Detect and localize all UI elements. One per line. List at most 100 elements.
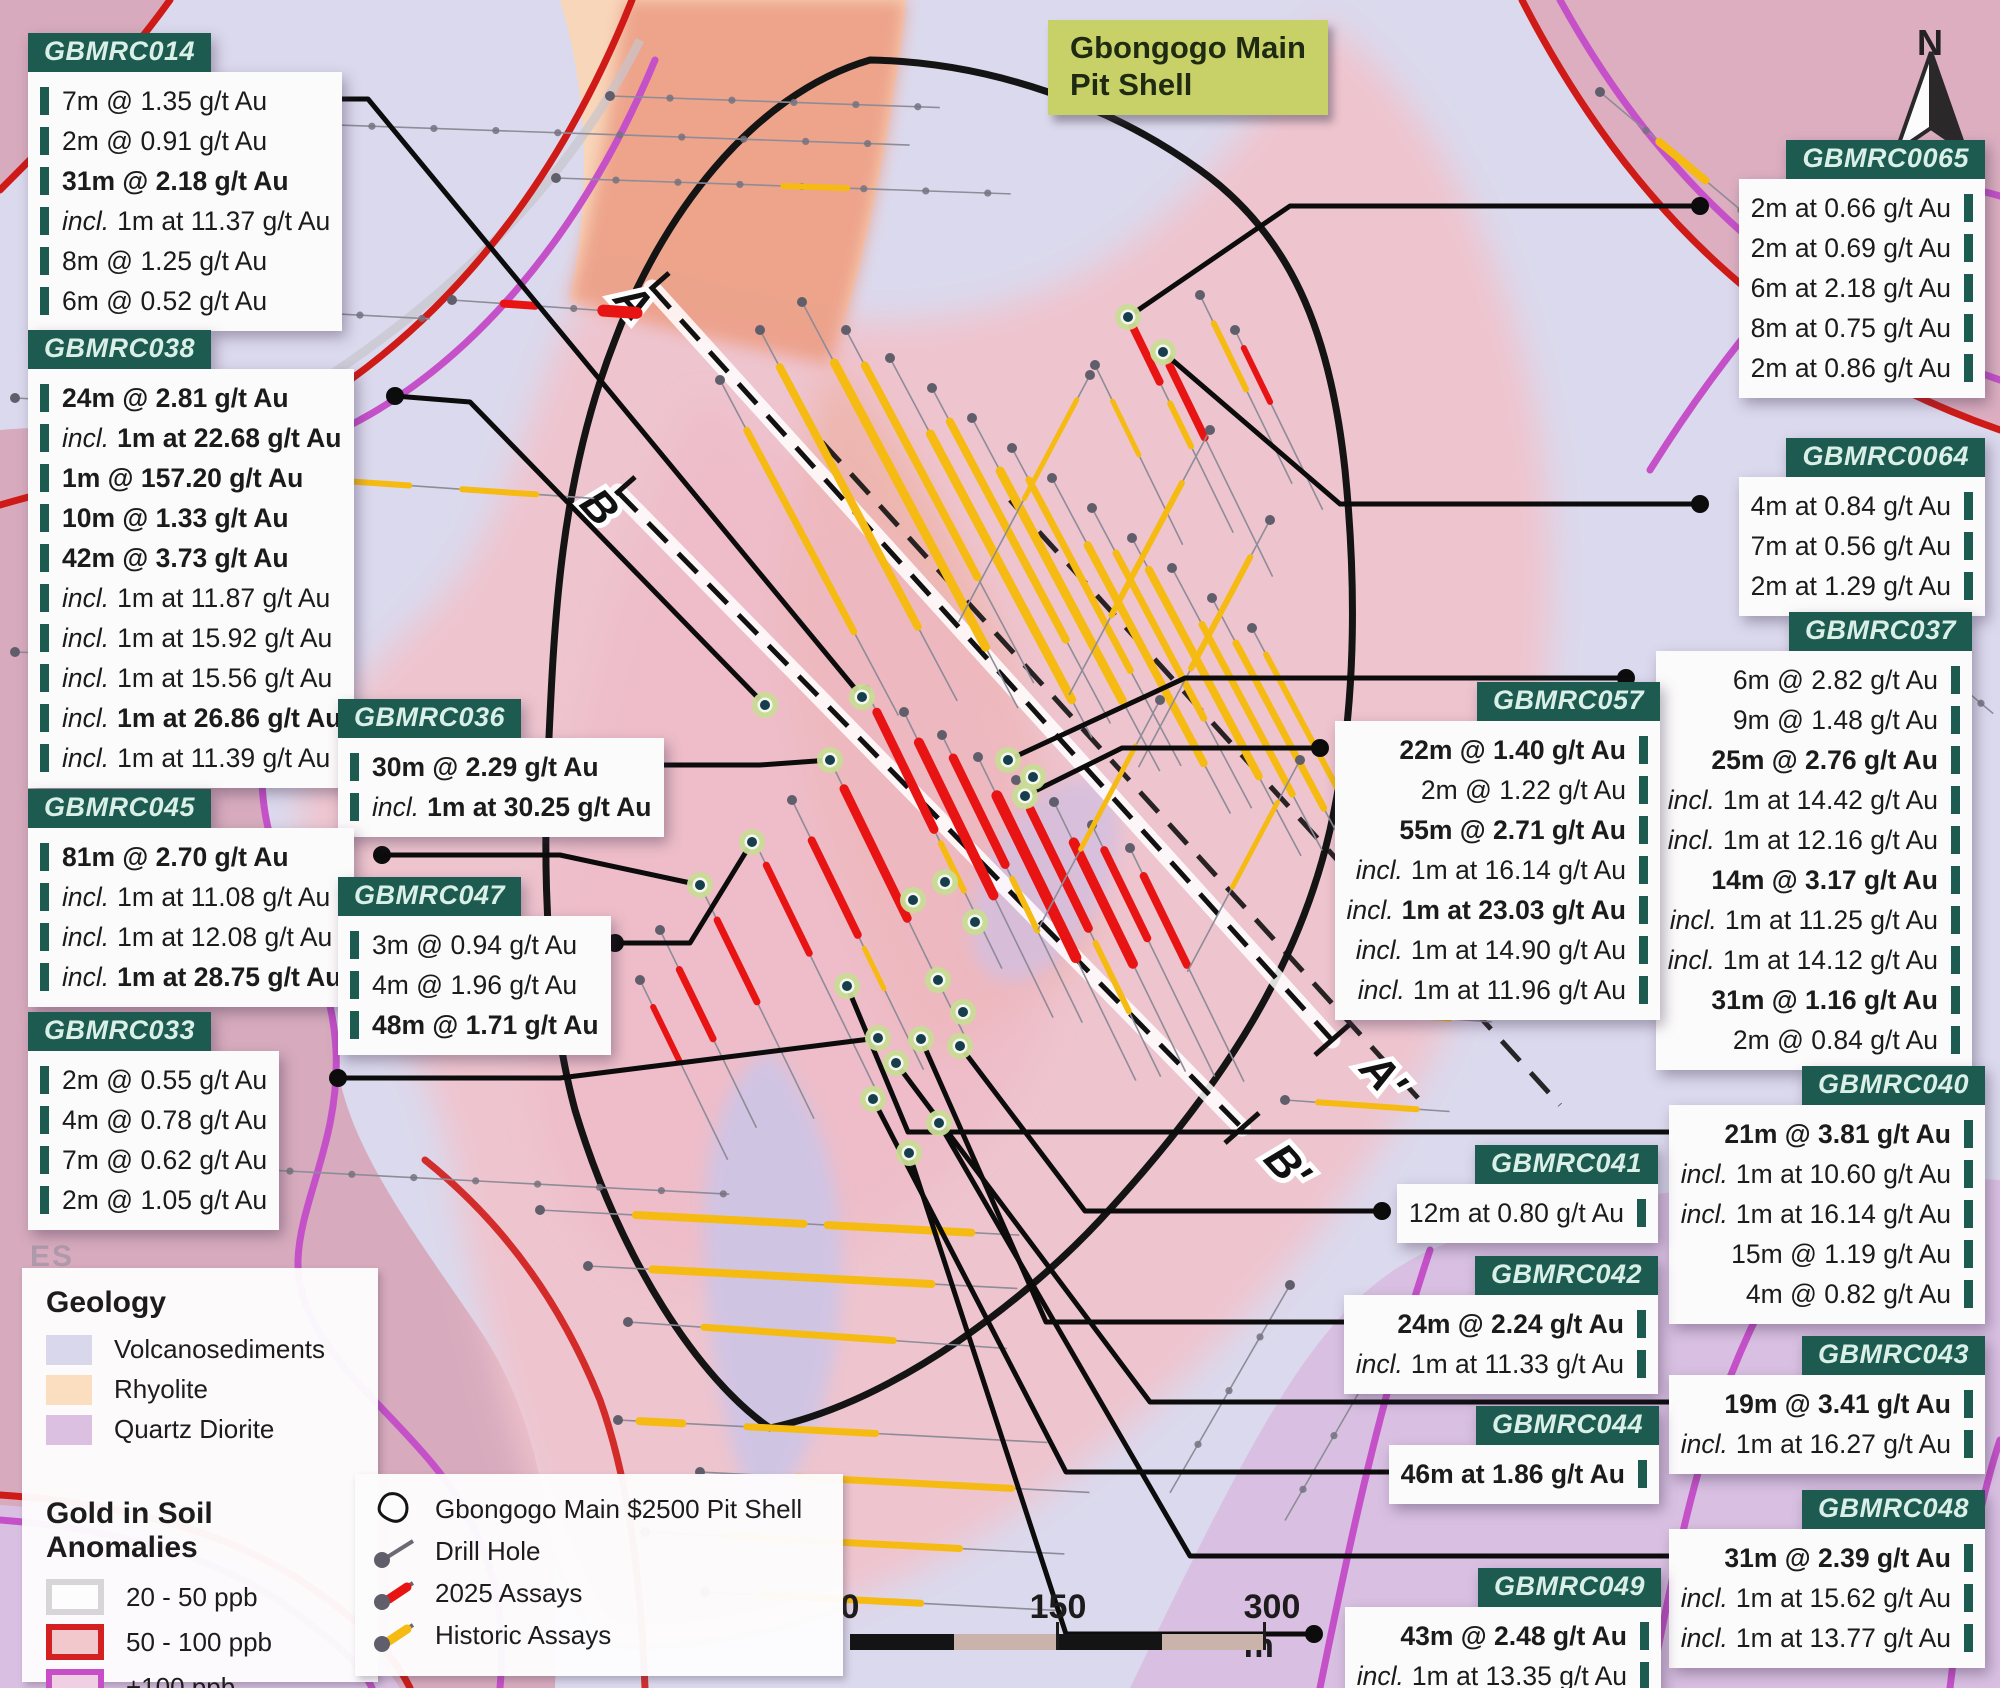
callout-header: GBMRC043	[1801, 1336, 1985, 1375]
assay-row: incl.1m at 13.35 g/t Au	[1357, 1656, 1649, 1688]
assay-row: 31m @ 2.18 g/t Au	[40, 161, 330, 201]
assay-row: incl.1m at 22.68 g/t Au	[40, 418, 342, 458]
assay-tick-icon	[1964, 1120, 1973, 1148]
callout-body: 46m at 1.86 g/t Au	[1388, 1445, 1659, 1504]
assay-tick-icon	[40, 923, 49, 951]
assay-row: 8m at 0.75 g/t Au	[1751, 308, 1973, 348]
assay-row: incl.1m at 14.42 g/t Au	[1668, 780, 1960, 820]
assay-row: incl.1m at 11.87 g/t Au	[40, 578, 342, 618]
callout-header: GBMRC014	[28, 33, 212, 72]
assay-tick-icon	[1637, 1350, 1646, 1378]
assay-tick-icon	[40, 424, 49, 452]
assay-row: incl.1m at 11.96 g/t Au	[1347, 970, 1648, 1010]
callout-header: GBMRC038	[28, 330, 212, 369]
color-swatch	[46, 1624, 104, 1660]
assay-tick-icon	[40, 384, 49, 412]
assay-tick-icon	[1964, 1200, 1973, 1228]
assay-tick-icon	[1964, 234, 1973, 262]
assay-tick-icon	[1639, 736, 1648, 764]
assay-tick-icon	[1951, 1026, 1960, 1054]
drill-collars-2025	[605, 304, 1176, 1166]
assay-row: incl.1m at 15.92 g/t Au	[40, 618, 342, 658]
assay-row: 4m @ 0.78 g/t Au	[40, 1100, 267, 1140]
legend-item-50---100-ppb: 50 - 100 ppb	[46, 1624, 368, 1660]
assay-row: incl.1m at 30.25 g/t Au	[350, 787, 652, 827]
assay-tick-icon	[350, 931, 359, 959]
assay-tick-icon	[1964, 492, 1973, 520]
assay-tick-icon	[40, 1106, 49, 1134]
legend-item-volcanosediments: Volcanosediments	[46, 1334, 368, 1365]
legend-item-quartz-diorite: Quartz Diorite	[46, 1414, 368, 1445]
assay-row: 21m @ 3.81 g/t Au	[1681, 1114, 1973, 1154]
assay-tick-icon	[1639, 936, 1648, 964]
legend-item-historic-assays: Historic Assays	[373, 1614, 833, 1656]
assay-row: incl.1m at 16.14 g/t Au	[1681, 1194, 1973, 1234]
assay-tick-icon	[40, 544, 49, 572]
color-swatch	[46, 1334, 92, 1365]
assay-row: 4m @ 0.82 g/t Au	[1681, 1274, 1973, 1314]
assay-row: incl.1m at 11.39 g/t Au	[40, 738, 342, 778]
assay-historic-icon	[373, 1617, 419, 1653]
assay-tick-icon	[1640, 1662, 1649, 1688]
assay-tick-icon	[1964, 1280, 1973, 1308]
pit-shell-outline	[542, 56, 1357, 1432]
assay-tick-icon	[40, 963, 49, 991]
callout-header: GBMRC048	[1801, 1490, 1985, 1529]
assay-row: 7m @ 0.62 g/t Au	[40, 1140, 267, 1180]
callout-header: GBMRC041	[1474, 1145, 1658, 1184]
assay-tick-icon	[40, 247, 49, 275]
callout-header: GBMRC033	[28, 1012, 212, 1051]
assay-row: incl.1m at 14.12 g/t Au	[1668, 940, 1960, 980]
assay-tick-icon	[350, 971, 359, 999]
legend-item-drill-hole: Drill Hole	[373, 1530, 833, 1572]
assay-tick-icon	[1640, 1622, 1649, 1650]
assay-tick-icon	[1964, 194, 1973, 222]
section-bracket	[599, 271, 1351, 1145]
assay-row: 12m at 0.80 g/t Au	[1409, 1193, 1646, 1233]
callout-header: GBMRC0064	[1786, 438, 1985, 477]
assay-tick-icon	[1951, 786, 1960, 814]
assay-tick-icon	[40, 664, 49, 692]
assay-row: 2m @ 0.91 g/t Au	[40, 121, 330, 161]
assay-tick-icon	[40, 1146, 49, 1174]
assay-row: 2m at 0.66 g/t Au	[1751, 188, 1973, 228]
assay-row: incl.1m at 11.25 g/t Au	[1668, 900, 1960, 940]
scale-label-0: 0	[840, 1588, 860, 1626]
assay-row: 14m @ 3.17 g/t Au	[1668, 860, 1960, 900]
assay-row: 4m at 0.84 g/t Au	[1751, 486, 1973, 526]
assay-row: incl.1m at 16.27 g/t Au	[1681, 1424, 1973, 1464]
callout-header: GBMRC045	[28, 789, 212, 828]
assay-row: incl.1m at 23.03 g/t Au	[1347, 890, 1648, 930]
assay-tick-icon	[1951, 826, 1960, 854]
north-arrow-icon	[1892, 51, 1970, 158]
scale-bar: 0 150 300 m	[835, 1588, 1301, 1665]
assay-row: 31m @ 1.16 g/t Au	[1668, 980, 1960, 1020]
assay-tick-icon	[40, 624, 49, 652]
assay-tick-icon	[1964, 1584, 1973, 1612]
assay-tick-icon	[40, 87, 49, 115]
assay-tick-icon	[1639, 776, 1648, 804]
assay-tick-icon	[1964, 314, 1973, 342]
assay-tick-icon	[40, 843, 49, 871]
assay-tick-icon	[350, 1011, 359, 1039]
section-line	[1008, 498, 1562, 1107]
legend-geology-title: Geology	[46, 1286, 167, 1319]
assay-tick-icon	[1964, 532, 1973, 560]
assay-tick-icon	[40, 287, 49, 315]
assay-tick-icon	[1637, 1199, 1646, 1227]
callout-GBMRC041: GBMRC041 12m at 0.80 g/t Au	[1396, 1145, 1658, 1243]
